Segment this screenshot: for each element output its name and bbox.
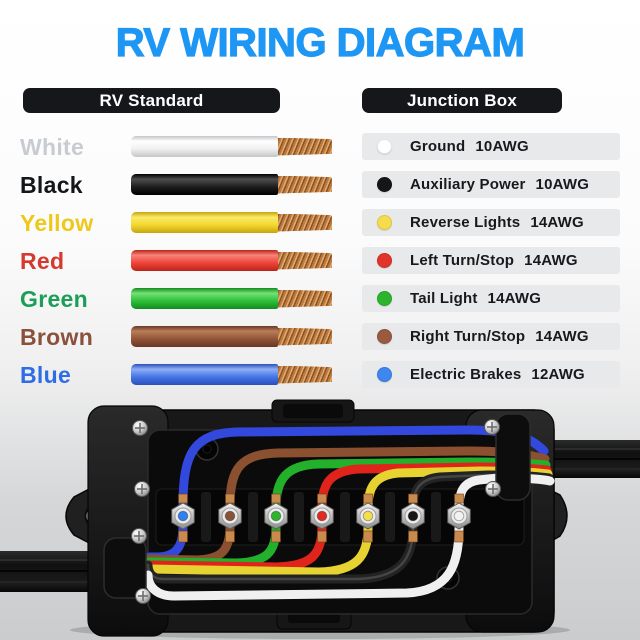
terminal-blue bbox=[171, 502, 195, 530]
wire-row-yellow: Yellow bbox=[0, 204, 345, 242]
wire-label: White bbox=[20, 134, 85, 160]
function-row-electric-brakes: Electric Brakes 12AWG bbox=[362, 361, 620, 388]
function-label: Electric Brakes 12AWG bbox=[410, 366, 585, 383]
copper-strands bbox=[278, 175, 332, 194]
screw bbox=[131, 528, 147, 544]
function-label: Auxiliary Power 10AWG bbox=[410, 176, 589, 193]
wire-insulation bbox=[131, 136, 278, 157]
screws bbox=[131, 419, 501, 604]
wire-insulation bbox=[131, 250, 278, 271]
page-title: RV WIRING DIAGRAM bbox=[115, 20, 525, 65]
cable-clamps bbox=[103, 413, 531, 599]
color-dot bbox=[377, 329, 392, 344]
wire-insulation bbox=[131, 288, 278, 309]
header-junction-box-label: Junction Box bbox=[406, 90, 518, 110]
wire-label: Brown bbox=[20, 324, 94, 350]
wire-illustration bbox=[131, 174, 332, 195]
copper-ferrules bbox=[178, 493, 464, 543]
header-junction-box: Junction Box bbox=[362, 88, 562, 113]
wire-insulation bbox=[131, 326, 278, 347]
function-name: Ground bbox=[410, 138, 466, 155]
function-name: Auxiliary Power bbox=[410, 176, 526, 193]
copper-strands bbox=[278, 213, 332, 232]
wire-illustration bbox=[131, 326, 332, 347]
wire-insulation bbox=[131, 174, 278, 195]
copper-strands bbox=[278, 327, 332, 346]
wire-row-black: Black bbox=[0, 166, 345, 204]
terminal-white bbox=[447, 502, 471, 530]
wire-row-white: White bbox=[0, 128, 345, 166]
wire-label: Yellow bbox=[20, 210, 94, 236]
function-row-right-turn-stop: Right Turn/Stop 14AWG bbox=[362, 323, 620, 350]
screw bbox=[135, 588, 151, 604]
function-row-tail-light: Tail Light 14AWG bbox=[362, 285, 620, 312]
awg-value: 12AWG bbox=[531, 366, 585, 383]
wire-row-brown: Brown bbox=[0, 318, 345, 356]
color-dot bbox=[377, 291, 392, 306]
function-label: Right Turn/Stop 14AWG bbox=[410, 328, 589, 345]
wire-row-blue: Blue bbox=[0, 356, 345, 394]
function-row-ground: Ground 10AWG bbox=[362, 133, 620, 160]
color-dot bbox=[377, 367, 392, 382]
color-dot bbox=[377, 139, 392, 154]
function-label: Ground 10AWG bbox=[410, 138, 529, 155]
wire-illustration bbox=[131, 288, 332, 309]
function-label: Reverse Lights 14AWG bbox=[410, 214, 584, 231]
color-dot bbox=[377, 177, 392, 192]
wire-insulation bbox=[131, 212, 278, 233]
wire-illustration bbox=[131, 250, 332, 271]
function-name: Electric Brakes bbox=[410, 366, 522, 383]
awg-value: 14AWG bbox=[524, 252, 578, 269]
terminal-green bbox=[264, 502, 288, 530]
wire-label: Blue bbox=[20, 362, 72, 388]
wire-label: Red bbox=[20, 248, 65, 274]
function-name: Left Turn/Stop bbox=[410, 252, 515, 269]
wire-white-bottom bbox=[143, 523, 464, 601]
awg-value: 14AWG bbox=[530, 214, 584, 231]
screw bbox=[132, 420, 148, 436]
function-name: Reverse Lights bbox=[410, 214, 521, 231]
junction-box-illustration bbox=[0, 399, 640, 639]
copper-strands bbox=[278, 289, 332, 308]
wire-color-list: White Black Yellow Red bbox=[0, 128, 345, 394]
terminal-black bbox=[401, 502, 425, 530]
color-dot bbox=[377, 215, 392, 230]
function-name: Right Turn/Stop bbox=[410, 328, 526, 345]
junction-function-list: Ground 10AWG Auxiliary Power 10AWG Reverse… bbox=[362, 133, 620, 399]
header-rv-standard-label: RV Standard bbox=[99, 90, 204, 110]
wire-illustration bbox=[131, 136, 332, 157]
function-row-reverse-lights: Reverse Lights 14AWG bbox=[362, 209, 620, 236]
wire-illustration bbox=[131, 212, 332, 233]
function-name: Tail Light bbox=[410, 290, 478, 307]
terminal-strip bbox=[155, 488, 525, 546]
color-dot bbox=[377, 253, 392, 268]
awg-value: 14AWG bbox=[535, 328, 589, 345]
wire-label: Green bbox=[20, 286, 88, 312]
awg-value: 14AWG bbox=[487, 290, 542, 307]
wire-illustration bbox=[131, 364, 332, 385]
terminal-brown bbox=[218, 502, 242, 530]
terminal-red bbox=[310, 502, 334, 530]
function-row-left-turn-stop: Left Turn/Stop 14AWG bbox=[362, 247, 620, 274]
wire-row-green: Green bbox=[0, 280, 345, 318]
terminal-yellow bbox=[356, 502, 380, 530]
screw bbox=[485, 481, 501, 497]
screw bbox=[484, 419, 500, 435]
wire-insulation bbox=[131, 364, 278, 385]
awg-value: 10AWG bbox=[535, 176, 590, 193]
function-label: Tail Light 14AWG bbox=[410, 290, 541, 307]
awg-value: 10AWG bbox=[475, 138, 529, 155]
wire-label: Black bbox=[20, 172, 83, 198]
copper-strands bbox=[278, 365, 332, 384]
header-rv-standard: RV Standard bbox=[23, 88, 280, 113]
screw bbox=[134, 481, 150, 497]
wire-row-red: Red bbox=[0, 242, 345, 280]
copper-strands bbox=[278, 137, 332, 156]
function-label: Left Turn/Stop 14AWG bbox=[410, 252, 578, 269]
function-row-auxiliary-power: Auxiliary Power 10AWG bbox=[362, 171, 620, 198]
copper-strands bbox=[278, 251, 332, 270]
terminals bbox=[171, 502, 471, 530]
